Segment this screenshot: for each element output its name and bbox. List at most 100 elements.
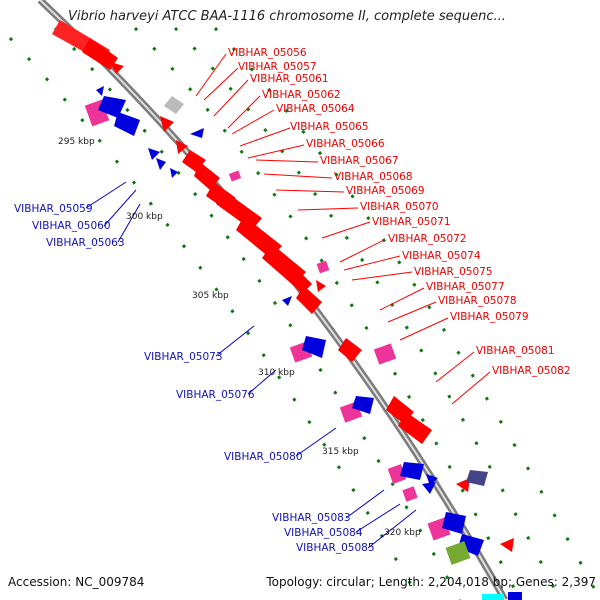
gene-label-reverse[interactable]: VIBHAR_05060 — [32, 220, 111, 232]
gene-box — [387, 464, 407, 484]
length-text: Length: 2,204,018 bp; — [378, 575, 513, 589]
leader-line — [239, 127, 291, 147]
gene-label-forward[interactable]: VIBHAR_05065 — [290, 121, 369, 133]
gene-label-forward[interactable]: VIBHAR_05082 — [492, 365, 571, 377]
scale-tick-label: 310 kbp — [258, 368, 295, 378]
gene-arrow — [442, 512, 466, 534]
gene-label-forward[interactable]: VIBHAR_05064 — [276, 103, 355, 115]
leader-line — [351, 271, 413, 281]
forward-genes — [52, 20, 514, 552]
leader-line — [275, 189, 345, 193]
leader-line — [343, 255, 401, 271]
gene-arrow — [156, 158, 166, 170]
gene-arrow — [400, 462, 424, 480]
leader-line — [355, 503, 401, 533]
gene-arrow — [288, 268, 312, 294]
genes-text: Genes: 2,397 — [515, 575, 596, 589]
gene-arrow — [190, 128, 204, 138]
leader-line — [295, 427, 337, 457]
gene-box — [508, 592, 522, 600]
leader-line — [345, 489, 385, 519]
gene-label-forward[interactable]: VIBHAR_05074 — [402, 250, 481, 262]
gene-box — [316, 260, 330, 274]
gene-label-forward[interactable]: VIBHAR_05056 — [228, 47, 307, 59]
leader-line — [203, 67, 239, 101]
gene-box — [228, 170, 242, 182]
gene-label-forward[interactable]: VIBHAR_05068 — [334, 171, 413, 183]
gene-box — [482, 594, 504, 600]
gene-label-reverse[interactable]: VIBHAR_05080 — [224, 451, 303, 463]
gene-label-reverse[interactable]: VIBHAR_05059 — [14, 203, 93, 215]
gene-arrow — [96, 86, 104, 96]
gene-box — [402, 486, 418, 502]
gene-label-forward[interactable]: VIBHAR_05077 — [426, 281, 505, 293]
leader-line — [85, 181, 127, 209]
gene-label-reverse[interactable]: VIBHAR_05083 — [272, 512, 351, 524]
gene-arrow — [316, 280, 326, 292]
gene-arrow — [160, 116, 174, 132]
leader-line — [339, 239, 385, 263]
leader-line — [387, 301, 437, 323]
track-dots — [8, 26, 597, 600]
leader-line — [213, 79, 249, 117]
gene-label-reverse[interactable]: VIBHAR_05063 — [46, 237, 125, 249]
leader-line — [297, 207, 359, 211]
scale-tick-label: 315 kbp — [322, 447, 359, 457]
gene-arrow — [398, 412, 432, 444]
leader-line — [321, 221, 371, 239]
scale-tick-label: 305 kbp — [192, 291, 229, 301]
gene-arrow — [352, 396, 374, 414]
leader-line — [117, 203, 141, 243]
gene-label-forward[interactable]: VIBHAR_05067 — [320, 155, 399, 167]
gene-label-forward[interactable]: VIBHAR_05081 — [476, 345, 555, 357]
gene-label-forward[interactable]: VIBHAR_05071 — [372, 216, 451, 228]
leader-line — [231, 109, 275, 135]
gene-box — [445, 541, 471, 565]
forward-leader-lines — [195, 53, 491, 405]
leader-line — [247, 369, 277, 395]
gene-arrow — [164, 96, 184, 114]
gene-label-forward[interactable]: VIBHAR_05066 — [306, 138, 385, 150]
gene-arrow — [302, 336, 326, 358]
leader-line — [227, 95, 261, 129]
scale-tick-label: 320 kbp — [384, 528, 421, 538]
leader-line — [103, 189, 137, 227]
reverse-genes — [84, 86, 522, 600]
gene-label-forward[interactable]: VIBHAR_05069 — [346, 185, 425, 197]
scale-tick-label: 300 kbp — [126, 212, 163, 222]
gene-arrow — [114, 112, 140, 136]
leader-line — [451, 371, 491, 405]
gene-arrow — [296, 286, 322, 314]
gene-label-reverse[interactable]: VIBHAR_05073 — [144, 351, 223, 363]
accession-text: Accession: NC_009784 — [8, 575, 145, 589]
gene-label-forward[interactable]: VIBHAR_05075 — [414, 266, 493, 278]
gene-box — [373, 343, 397, 365]
map-title: Vibrio harveyi ATCC BAA-1116 chromosome … — [68, 9, 506, 24]
gene-label-forward[interactable]: VIBHAR_05078 — [438, 295, 517, 307]
gene-arrow — [426, 474, 438, 486]
leader-line — [195, 53, 227, 97]
leader-line — [247, 144, 305, 159]
gene-label-forward[interactable]: VIBHAR_05070 — [360, 201, 439, 213]
gene-label-reverse[interactable]: VIBHAR_05076 — [176, 389, 255, 401]
gene-label-forward[interactable]: VIBHAR_05072 — [388, 233, 467, 245]
leader-line — [367, 509, 417, 549]
leader-line — [399, 317, 449, 341]
gene-label-reverse[interactable]: VIBHAR_05084 — [284, 527, 363, 539]
gene-label-forward[interactable]: VIBHAR_05057 — [238, 61, 317, 73]
gene-label-forward[interactable]: VIBHAR_05061 — [250, 73, 329, 85]
track-line — [133, 26, 522, 600]
gene-label-forward[interactable]: VIBHAR_05079 — [450, 311, 529, 323]
gene-arrow — [82, 38, 118, 70]
gene-arrow — [500, 538, 514, 552]
forward-gene-labels: VIBHAR_05056VIBHAR_05057VIBHAR_05061VIBH… — [228, 47, 571, 377]
leader-line — [255, 159, 319, 163]
gene-arrow — [338, 338, 362, 362]
gene-arrow — [110, 62, 124, 74]
gene-arrow — [148, 148, 160, 160]
gene-label-forward[interactable]: VIBHAR_05062 — [262, 89, 341, 101]
scale-tick-label: 295 kbp — [58, 137, 95, 147]
track-line — [213, 26, 597, 591]
gene-label-reverse[interactable]: VIBHAR_05085 — [296, 542, 375, 554]
